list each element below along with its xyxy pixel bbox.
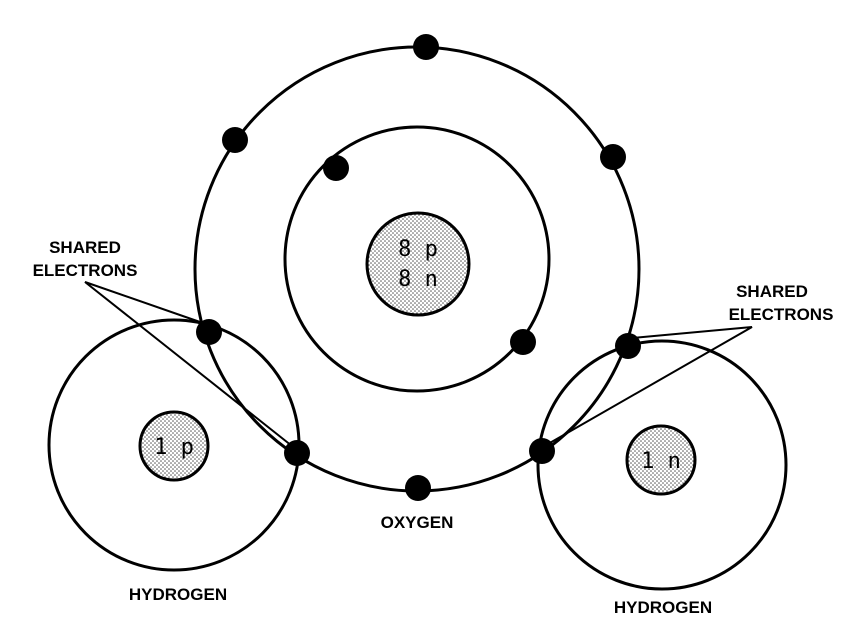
shared-electrons-left-label-line2: ELECTRONS bbox=[33, 261, 138, 280]
oxygen-inner-shell bbox=[283, 125, 551, 393]
hydrogen-right-nucleus-label: 1 n bbox=[641, 449, 681, 474]
oxygen-nucleus bbox=[365, 211, 471, 317]
shared-electrons-left-pointer bbox=[84, 281, 293, 447]
shared-electron-left-lower bbox=[284, 440, 310, 466]
hydrogen-right-label: HYDROGEN bbox=[614, 598, 712, 617]
oxygen-inner-electron bbox=[510, 329, 536, 355]
oxygen-outer-electron bbox=[600, 144, 626, 170]
shared-electrons-right-label-line1: SHARED bbox=[736, 282, 808, 301]
oxygen-inner-electron bbox=[323, 155, 349, 181]
shared-electrons-right-label-line2: ELECTRONS bbox=[729, 305, 834, 324]
hydrogen-atom-left: 1 p bbox=[47, 318, 301, 572]
hydrogen-left-nucleus bbox=[138, 410, 210, 482]
oxygen-nucleus-neutrons: 8 n bbox=[398, 267, 438, 292]
hydrogen-right-shell bbox=[536, 339, 788, 591]
hydrogen-atom-right: 1 n bbox=[536, 339, 788, 591]
oxygen-label: OXYGEN bbox=[381, 513, 454, 532]
shared-electron-left-upper bbox=[196, 319, 222, 345]
oxygen-outer-electron bbox=[405, 475, 431, 501]
hydrogen-left-nucleus-label: 1 p bbox=[154, 435, 194, 460]
shared-electrons-left-label-line1: SHARED bbox=[49, 238, 121, 257]
shared-electrons-right-pointer bbox=[547, 326, 753, 445]
oxygen-nucleus-protons: 8 p bbox=[398, 237, 438, 262]
oxygen-atom: 8 p 8 n bbox=[193, 34, 641, 501]
shared-electron-right-upper bbox=[615, 333, 641, 359]
oxygen-outer-electron bbox=[222, 127, 248, 153]
hydrogen-right-nucleus bbox=[625, 424, 697, 496]
oxygen-outer-electron bbox=[413, 34, 439, 60]
hydrogen-left-label: HYDROGEN bbox=[129, 585, 227, 604]
